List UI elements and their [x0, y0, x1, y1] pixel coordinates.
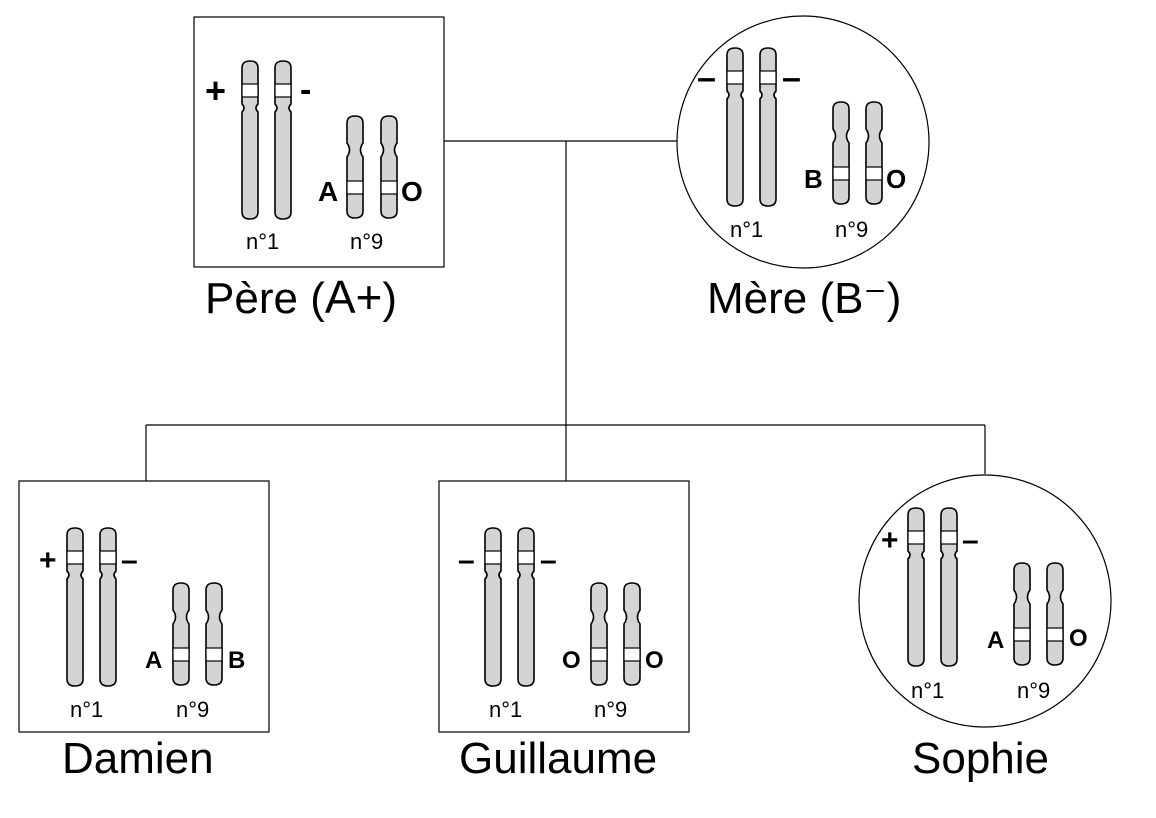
damien-chr9-left [172, 582, 190, 686]
damien-chr1-label: n°1 [70, 697, 103, 722]
mother-name: Mère [707, 274, 807, 323]
damien-chr9-right [205, 582, 223, 686]
damien-node: + – A B n°1 n°9 Damien [18, 480, 270, 783]
guillaume-chr9-right [623, 582, 641, 686]
sophie-chr1-right-allele: – [962, 524, 979, 557]
damien-chr9-right-allele: B [228, 647, 245, 674]
sophie-chr1-left [907, 507, 925, 667]
damien-chr1-right [99, 527, 117, 687]
guillaume-chr1-left-allele: – [458, 544, 475, 577]
damien-name: Damien [62, 734, 214, 783]
guillaume-chr1-label: n°1 [489, 697, 522, 722]
guillaume-chr1-right-allele: – [540, 544, 557, 577]
guillaume-square [438, 480, 690, 733]
father-group-open: ( [310, 274, 325, 323]
guillaume-chr1-left [484, 527, 502, 687]
mother-node: – – B O n°1 n°9 Mère (B⁻) [676, 15, 930, 323]
damien-chr1-left-allele: + [39, 544, 57, 577]
father-chr9-right [380, 115, 398, 219]
sophie-chr1-right [940, 507, 958, 667]
mother-group-open: ( [819, 274, 834, 323]
mother-chr1-right-allele: – [782, 59, 801, 97]
damien-chr9-label: n°9 [176, 697, 209, 722]
sophie-chr9-left [1013, 562, 1031, 666]
guillaume-chr9-left-allele: O [562, 647, 581, 674]
father-chr9-left [346, 115, 364, 219]
mother-group-close: ) [887, 274, 902, 323]
father-chr1-label: n°1 [246, 229, 279, 254]
guillaume-chr9-right-allele: O [645, 647, 664, 674]
mother-chr1-left [726, 47, 744, 207]
mother-chr1-left-allele: – [697, 59, 716, 97]
mother-circle [676, 15, 930, 269]
father-chr1-right-allele: - [300, 71, 311, 109]
sophie-name: Sophie [912, 734, 1049, 783]
sophie-chr9-right-allele: O [1069, 625, 1088, 652]
sophie-chr9-left-allele: A [987, 627, 1004, 654]
father-blood-group: A+ [325, 271, 383, 323]
mother-blood-group: B⁻ [834, 274, 887, 323]
sophie-chr1-label: n°1 [911, 678, 944, 703]
father-chr9-label: n°9 [350, 229, 383, 254]
mother-chr9-left [832, 101, 850, 205]
mother-chr1-label: n°1 [730, 217, 763, 242]
mother-chr1-right [759, 47, 777, 207]
sophie-chr9-right [1046, 562, 1064, 666]
sophie-chr1-left-allele: + [881, 524, 899, 557]
mother-chr9-right-allele: O [886, 164, 906, 194]
mother-chr9-right [865, 101, 883, 205]
father-square [193, 16, 445, 268]
damien-chr9-left-allele: A [145, 647, 162, 674]
father-chr1-left-allele: + [205, 70, 226, 111]
guillaume-chr9-left [590, 582, 608, 686]
father-chr9-right-allele: O [401, 176, 423, 207]
guillaume-node: – – O O n°1 n°9 Guillaume [438, 480, 690, 783]
mother-chr9-label: n°9 [835, 217, 868, 242]
sophie-chr9-label: n°9 [1017, 678, 1050, 703]
sophie-node: + – A O n°1 n°9 Sophie [858, 474, 1112, 783]
father-node: + - A O n°1 n°9 Père (A+) [193, 16, 445, 323]
father-group-close: ) [382, 274, 397, 323]
damien-chr1-left [66, 527, 84, 687]
father-caption: Père (A+) [205, 271, 397, 323]
guillaume-chr1-right [517, 527, 535, 687]
damien-square [18, 480, 270, 733]
guillaume-name: Guillaume [459, 734, 657, 783]
father-name: Père [205, 274, 298, 323]
mother-chr9-left-allele: B [804, 164, 823, 194]
father-chr1-right [274, 60, 292, 220]
father-chr1-left [241, 60, 259, 220]
father-chr9-left-allele: A [318, 176, 338, 207]
sophie-circle [858, 474, 1112, 728]
damien-chr1-right-allele: – [121, 544, 138, 577]
pedigree-lines [145, 140, 986, 481]
guillaume-chr9-label: n°9 [594, 697, 627, 722]
mother-caption: Mère (B⁻) [707, 274, 901, 323]
